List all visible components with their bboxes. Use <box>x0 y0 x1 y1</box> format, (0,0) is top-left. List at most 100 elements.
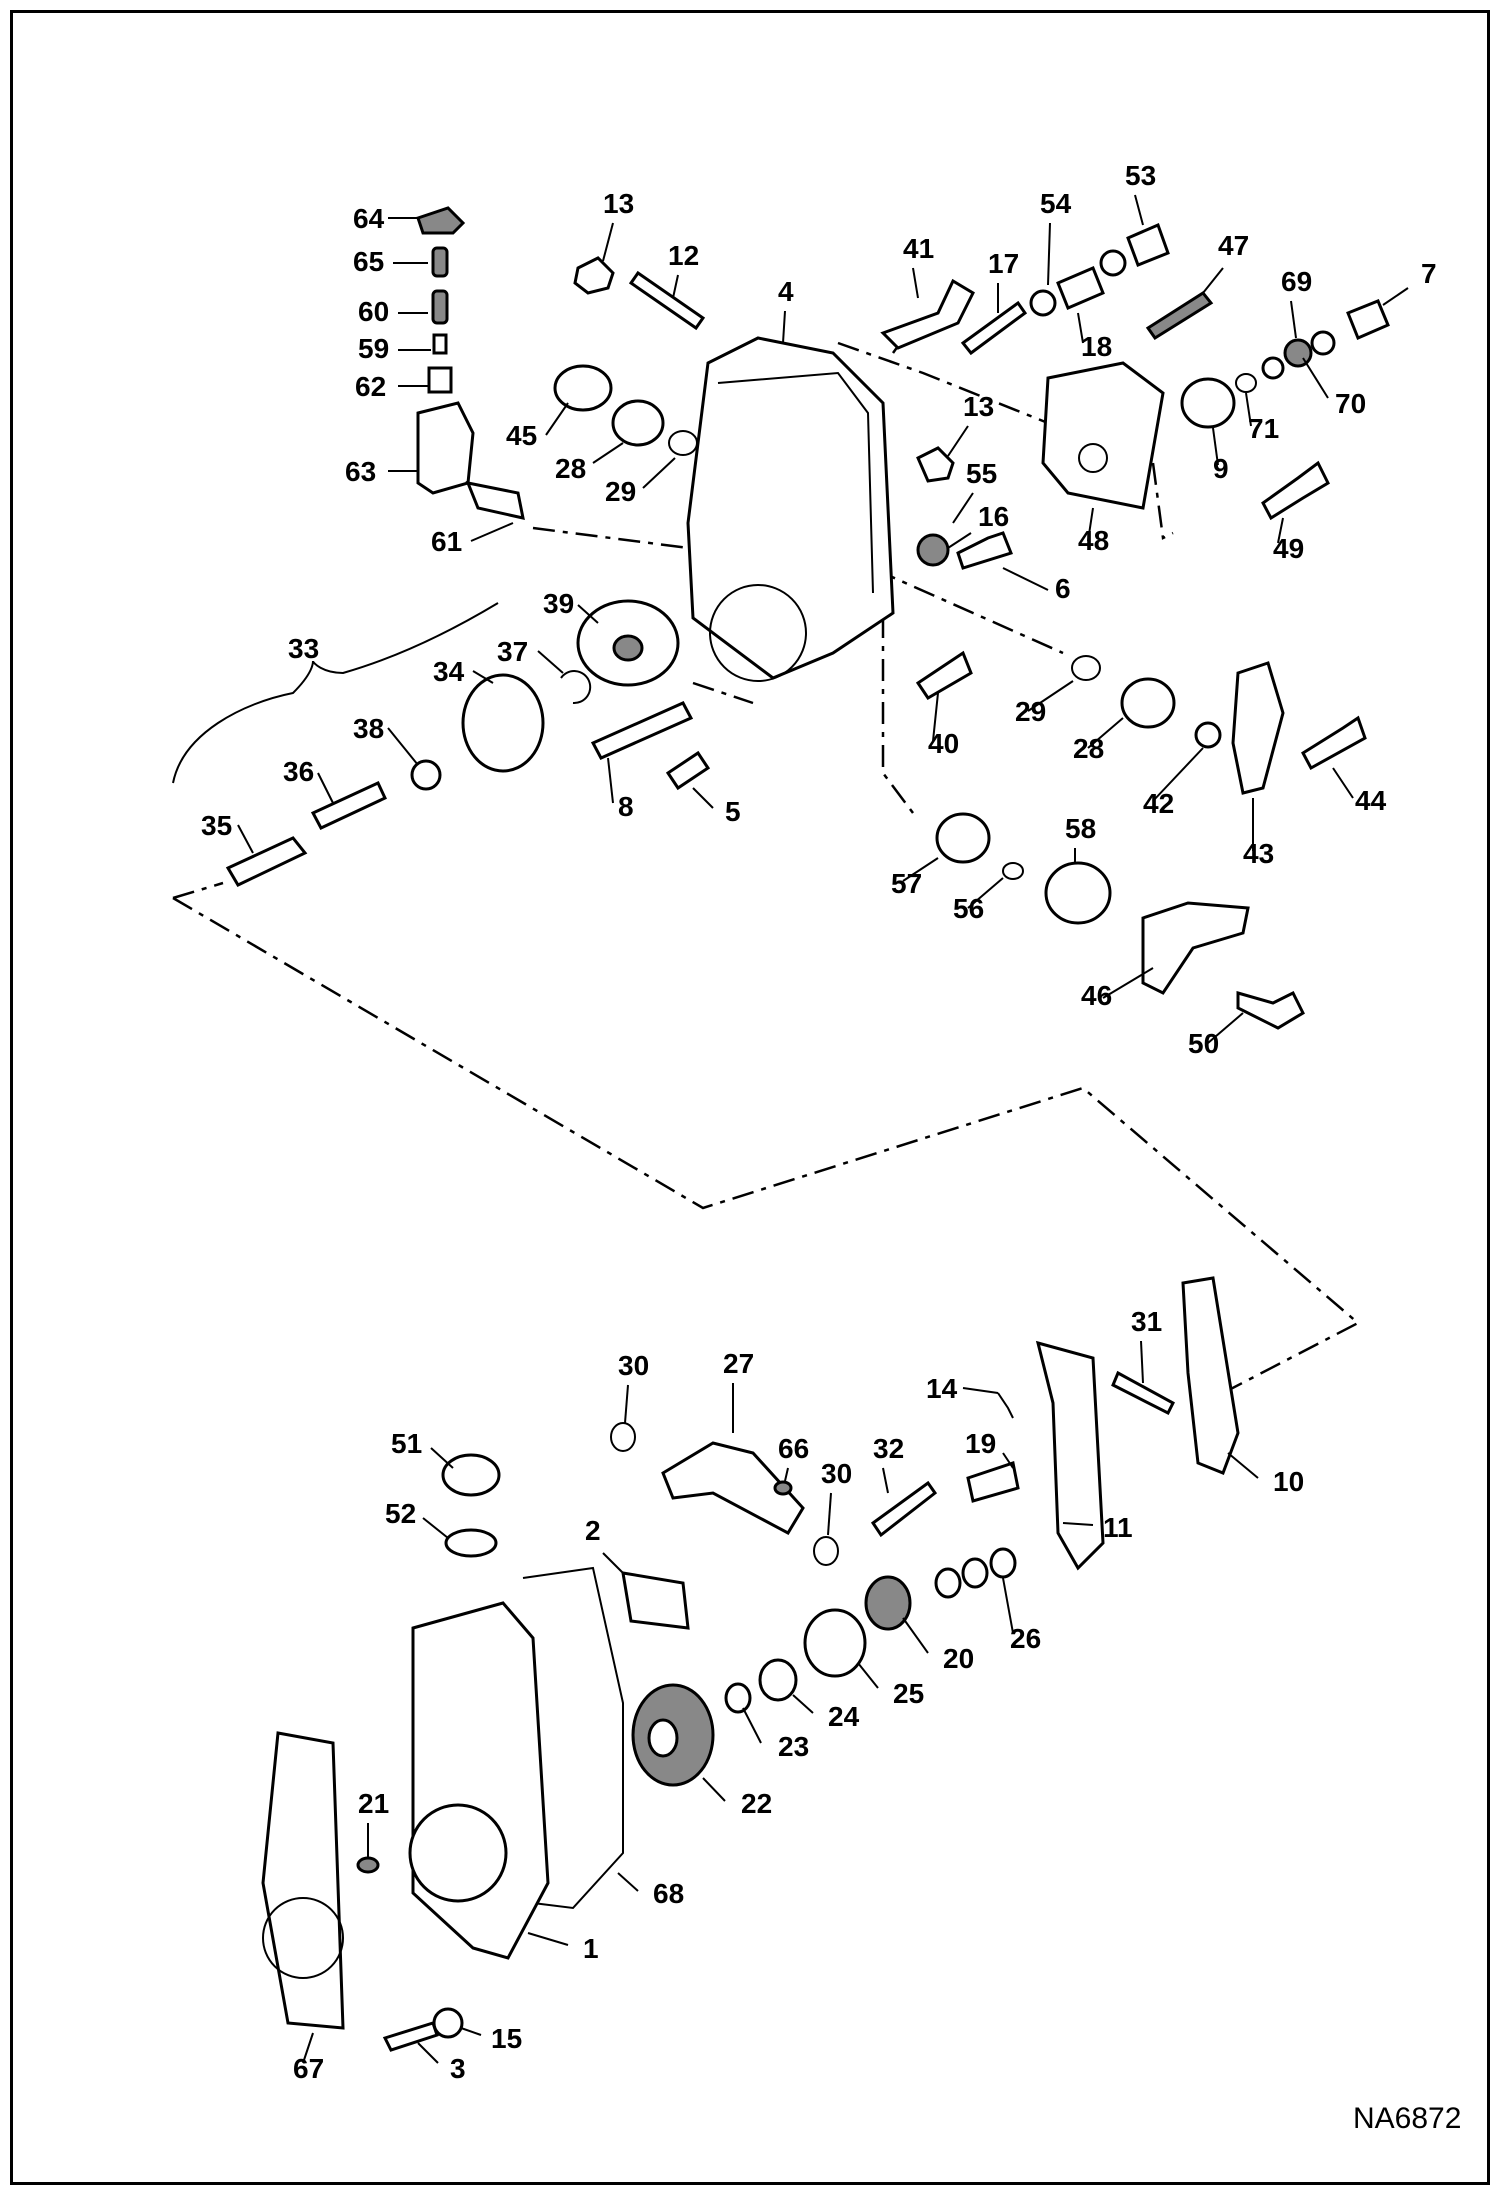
leader-line-11 <box>1062 1522 1094 1526</box>
leader-line-2 <box>602 1552 624 1574</box>
callout-1: 1 <box>583 1933 599 1964</box>
callout-33: 33 <box>288 633 319 664</box>
leader-line-1 <box>527 1932 569 1946</box>
callout-55: 55 <box>966 458 997 489</box>
callout-41: 41 <box>903 233 934 264</box>
callout-43: 43 <box>1243 838 1274 869</box>
callout-28: 28 <box>1073 733 1104 764</box>
callout-61: 61 <box>431 526 462 557</box>
callout-64: 64 <box>353 203 385 234</box>
callout-4: 4 <box>778 276 794 307</box>
callout-34: 34 <box>433 656 465 687</box>
part-69-nut <box>1283 338 1313 368</box>
part-56-oring <box>1002 862 1024 880</box>
leader-line-44 <box>1332 767 1354 799</box>
leader-line-46 <box>1102 967 1154 999</box>
leader-line-28 <box>1087 717 1124 749</box>
callout-48: 48 <box>1078 525 1109 556</box>
part-57-plug <box>935 812 991 864</box>
leader-line-61 <box>470 522 514 542</box>
part-15-nut <box>432 2007 464 2039</box>
part-4-housing <box>686 336 895 682</box>
leader-line-31 <box>1140 1340 1144 1384</box>
leader-line-70 <box>1302 357 1329 399</box>
part-44-bolt <box>1301 715 1367 771</box>
part-67-gasket <box>261 1731 345 2030</box>
callout-36: 36 <box>283 756 314 787</box>
leader-line-55 <box>952 492 974 524</box>
part-48-plate <box>1041 361 1165 510</box>
callout-65: 65 <box>353 246 384 277</box>
callout-9: 9 <box>1213 453 1229 484</box>
callout-15: 15 <box>491 2023 522 2054</box>
part-22-weights <box>631 1683 715 1787</box>
part-31-spring <box>1111 1370 1175 1416</box>
leader-line-68 <box>617 1872 639 1892</box>
drawing-code: NA6872 <box>1353 2102 1461 2135</box>
callout-63: 63 <box>345 456 376 487</box>
leader-line-45 <box>545 402 569 436</box>
callout-35: 35 <box>201 810 232 841</box>
leader-line-8 <box>607 757 614 804</box>
part-2-plate <box>621 1571 690 1630</box>
part-8-bolt <box>590 701 694 760</box>
callout-32: 32 <box>873 1433 904 1464</box>
leader-line-26 <box>1002 1577 1014 1634</box>
part-59-pin <box>432 333 448 355</box>
callout-30: 30 <box>618 1350 649 1381</box>
part-32-spring <box>870 1480 938 1538</box>
callout-49: 49 <box>1273 533 1304 564</box>
part-63-bracket <box>416 401 475 495</box>
leader-line-3 <box>417 2042 439 2064</box>
callout-29: 29 <box>605 476 636 507</box>
callout-5: 5 <box>725 796 741 827</box>
part-29b-oring <box>1071 655 1101 681</box>
callout-40: 40 <box>928 728 959 759</box>
part-14-clip <box>997 1392 1014 1419</box>
part-19-bracket <box>966 1461 1020 1503</box>
callout-3: 3 <box>450 2053 466 2084</box>
part-39-collar <box>576 599 680 687</box>
callout-57: 57 <box>891 868 922 899</box>
callout-59: 59 <box>358 333 389 364</box>
part-7-nut <box>1346 299 1390 340</box>
callout-20: 20 <box>943 1643 974 1674</box>
callout-71: 71 <box>1248 413 1279 444</box>
callout-68: 68 <box>653 1878 684 1909</box>
part-23-washer <box>724 1682 752 1714</box>
callout-13: 13 <box>603 188 634 219</box>
part-54-washers <box>1029 249 1127 317</box>
callout-8: 8 <box>618 791 634 822</box>
callout-26: 26 <box>1010 1623 1041 1654</box>
callout-23: 23 <box>778 1731 809 1762</box>
leader-line-16 <box>947 532 972 549</box>
part-25-sleeve <box>803 1608 867 1678</box>
callout-16: 16 <box>978 501 1009 532</box>
part-62-block <box>427 366 453 394</box>
leader-line-42 <box>1152 747 1204 802</box>
leader-line-37 <box>537 650 564 674</box>
part-11-lever <box>1035 1340 1105 1571</box>
part-45-collar <box>553 364 613 412</box>
leader-line-29 <box>1027 680 1074 712</box>
part-52-washer <box>444 1528 498 1558</box>
leader-line-28 <box>592 442 624 464</box>
part-53-nut <box>1126 222 1170 267</box>
part-29-oring <box>668 430 698 456</box>
callout-70: 70 <box>1335 388 1366 419</box>
callout-39: 39 <box>543 588 574 619</box>
leader-line-47 <box>1202 267 1224 294</box>
leader-line-5 <box>692 787 714 809</box>
leader-line-7 <box>1382 287 1409 306</box>
part-27-shaft <box>661 1441 805 1535</box>
callout-6: 6 <box>1055 573 1071 604</box>
callout-50: 50 <box>1188 1028 1219 1059</box>
leader-line-52 <box>422 1517 449 1539</box>
callout-67: 67 <box>293 2053 324 2084</box>
leader-line-13 <box>947 425 969 457</box>
part-46-plate <box>1141 901 1250 995</box>
leader-line-13 <box>602 222 614 262</box>
part-3-screw <box>382 2021 439 2052</box>
part-16-nut <box>916 533 950 567</box>
